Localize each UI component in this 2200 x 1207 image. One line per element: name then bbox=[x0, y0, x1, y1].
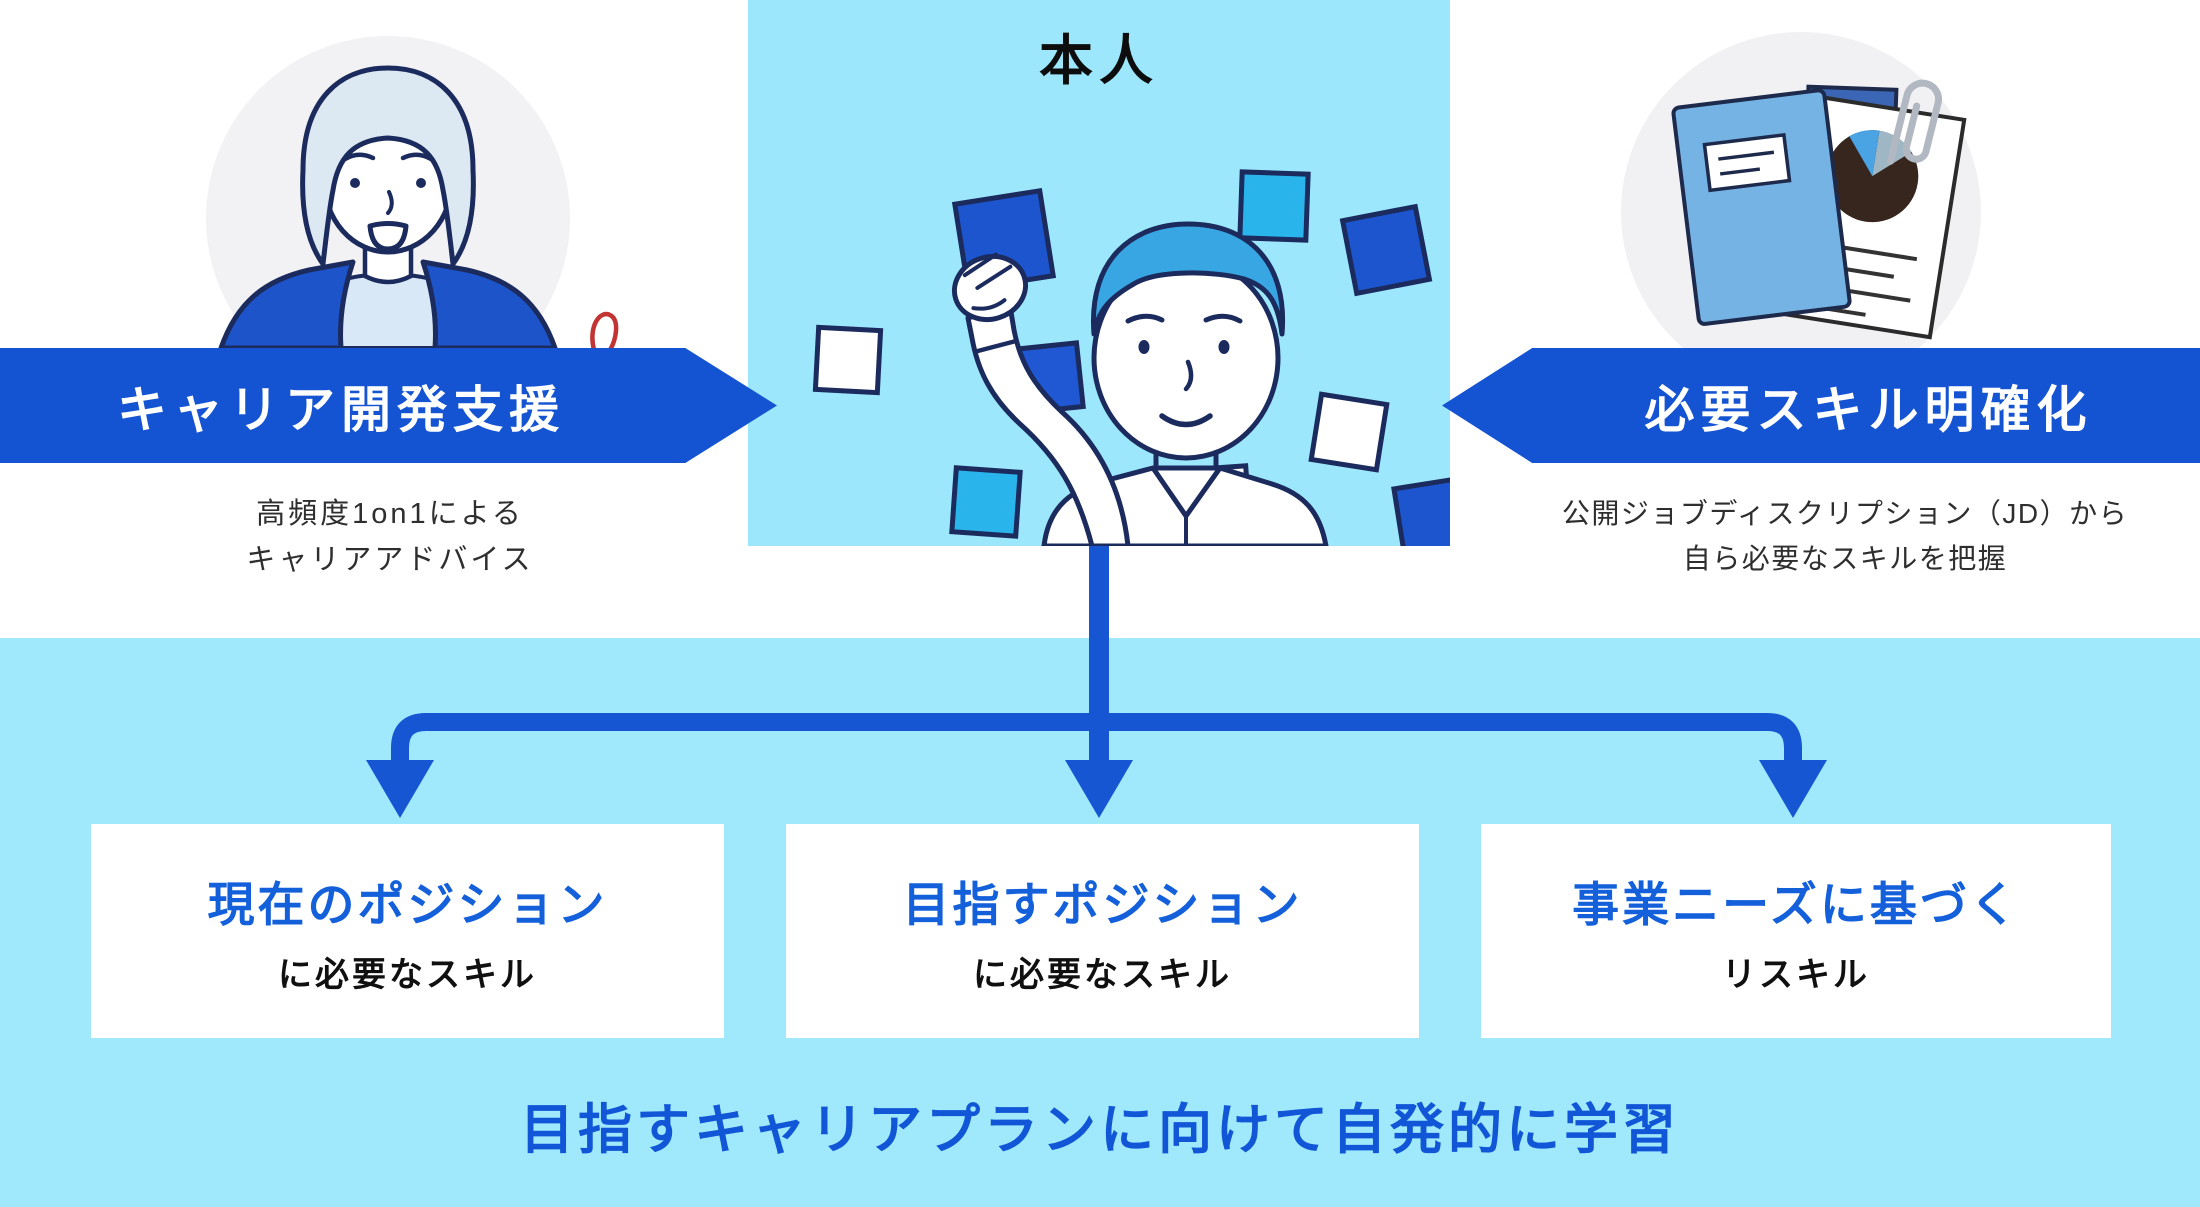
center-person-panel: 本人 bbox=[748, 0, 1450, 546]
skill-box-subtitle: に必要なスキル bbox=[278, 956, 537, 994]
left-caption-line1: 高頻度1on1による bbox=[256, 498, 524, 530]
person-organizing-cards-illustration bbox=[812, 169, 1450, 546]
skill-box-title: 事業ニーズに基づく bbox=[1572, 878, 2020, 931]
skill-box-current-position: 現在のポジション に必要なスキル bbox=[91, 824, 724, 1038]
skill-box-title: 目指すポジション bbox=[902, 878, 1303, 931]
right-banner-arrow: 必要スキル明確化 bbox=[1442, 348, 2200, 463]
skill-box-business-needs: 事業ニーズに基づく リスキル bbox=[1481, 824, 2111, 1038]
red-glasses-icon bbox=[590, 311, 619, 352]
paperclip-icon bbox=[1887, 79, 1942, 165]
job-description-documents-illustration bbox=[1621, 32, 1981, 348]
skill-box-subtitle: リスキル bbox=[1722, 956, 1870, 994]
center-title: 本人 bbox=[1039, 31, 1159, 91]
left-banner-label: キャリア開発支援 bbox=[117, 381, 565, 438]
left-caption: 高頻度1on1による キャリアアドバイス bbox=[60, 492, 720, 584]
skill-box-subtitle: に必要なスキル bbox=[973, 956, 1232, 994]
right-caption: 公開ジョブディスクリプション（JD）から 自ら必要なスキルを把握 bbox=[1495, 492, 2195, 582]
right-caption-line1: 公開ジョブディスクリプション（JD）から bbox=[1561, 498, 2129, 529]
skill-box-title: 現在のポジション bbox=[207, 878, 608, 931]
right-banner-label: 必要スキル明確化 bbox=[1644, 381, 2093, 438]
career-advisor-woman-illustration bbox=[206, 36, 570, 348]
skill-box-target-position: 目指すポジション に必要なスキル bbox=[786, 824, 1419, 1038]
footer-statement: 目指すキャリアプランに向けて自発的に学習 bbox=[520, 1100, 1680, 1160]
left-caption-line2: キャリアアドバイス bbox=[246, 543, 534, 576]
right-caption-line2: 自ら必要なスキルを把握 bbox=[1682, 542, 2008, 574]
left-banner-arrow: キャリア開発支援 bbox=[0, 348, 777, 463]
